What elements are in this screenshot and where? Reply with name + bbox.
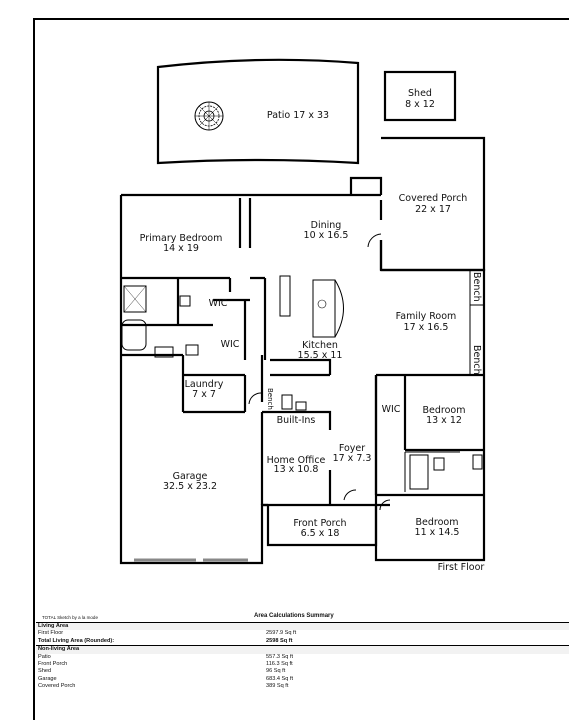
dining-name: Dining [311,220,342,231]
area-summary: TOTAL Sketch by a la mode Area Calculati… [36,610,569,691]
kitchen-island [279,275,344,338]
wic-label-1: WIC [209,298,228,309]
bedroom-2-dims: 11 x 14.5 [415,527,460,538]
shed-dims: 8 x 12 [405,99,435,110]
living-row: Total Living Area (Rounded):2598 Sq ft [38,637,293,644]
floor-label: First Floor [438,562,485,573]
dining-dims: 10 x 16.5 [304,230,349,241]
sketch-credit: TOTAL Sketch by a la mode [42,615,98,620]
family-room-name: Family Room [396,311,457,322]
laundry-dims: 7 x 7 [192,389,216,400]
covered-porch-name: Covered Porch [399,193,468,204]
front-porch-name: Front Porch [293,518,346,529]
home-office-name: Home Office [267,455,326,466]
primary-bedroom-name: Primary Bedroom [140,233,223,244]
shed-area [383,70,457,122]
nonliving-area-header: Non-living Area [36,646,569,654]
garage-name: Garage [173,471,208,482]
garage-dims: 32.5 x 23.2 [163,481,217,492]
covered-porch-dims: 22 x 17 [415,204,451,215]
laundry-name: Laundry [185,379,224,390]
primary-bedroom-dims: 14 x 19 [163,243,199,254]
bench-small-label: Bench [266,388,274,410]
built-ins-label: Built-Ins [277,415,316,426]
summary-title: Area Calculations Summary [254,613,334,619]
patio-area [156,58,360,165]
kitchen-name: Kitchen [302,340,338,351]
front-porch-dims: 6.5 x 18 [301,528,340,539]
living-area-header: Living Area [36,623,569,631]
foyer-dims: 17 x 7.3 [333,453,372,464]
shed-name: Shed [408,88,432,99]
interior-walls [121,193,484,547]
bench-label-2: Bench [471,345,482,375]
foyer-name: Foyer [339,443,365,454]
family-room-dims: 17 x 16.5 [404,322,449,333]
home-office-dims: 13 x 10.8 [274,464,319,475]
door-swings [248,233,391,511]
bedroom-2-name: Bedroom [416,517,459,528]
fire-pit-icon [194,101,224,131]
page-frame [33,18,569,720]
bedroom-1-dims: 13 x 12 [426,415,462,426]
patio-label: Patio 17 x 33 [267,110,329,121]
bath-fixtures [121,285,483,490]
floor-plan: Patio 17 x 33 Shed 8 x 12 Covered Porch … [119,58,486,573]
bench-label-1: Bench [471,272,482,302]
wic-label-2: WIC [221,339,240,350]
bedroom-1-name: Bedroom [423,405,466,416]
house-outer-wall [119,193,486,565]
kitchen-dims: 15.5 x 11 [298,350,343,361]
wic-label-3: WIC [382,404,401,415]
